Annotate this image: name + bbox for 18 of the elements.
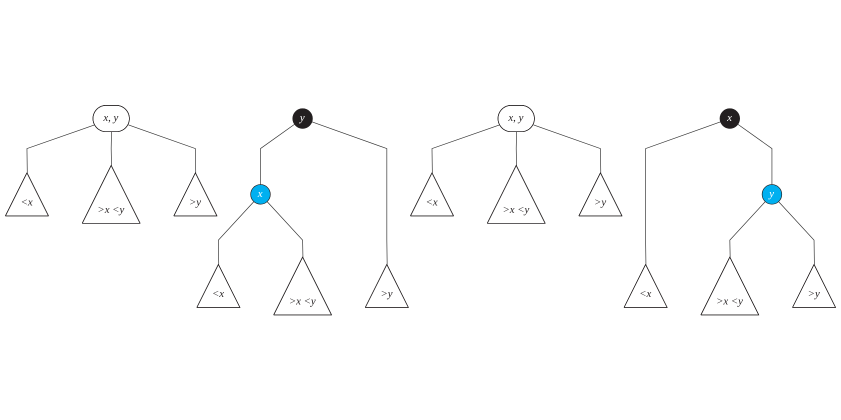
connector (432, 124, 500, 174)
node-circle: y (762, 184, 782, 204)
connector (218, 201, 254, 265)
connector (110, 132, 112, 166)
connector (729, 201, 766, 258)
connector (312, 121, 388, 265)
connector (128, 124, 196, 174)
connector (532, 124, 602, 174)
connector (266, 201, 304, 258)
node-circle: y (292, 108, 313, 129)
node-circle: x (720, 108, 740, 129)
connector (26, 124, 96, 174)
connector (778, 201, 815, 265)
node-circle: x (250, 184, 271, 204)
connector (516, 132, 517, 166)
connector (645, 121, 721, 265)
connector (260, 124, 295, 185)
connector (737, 124, 772, 185)
